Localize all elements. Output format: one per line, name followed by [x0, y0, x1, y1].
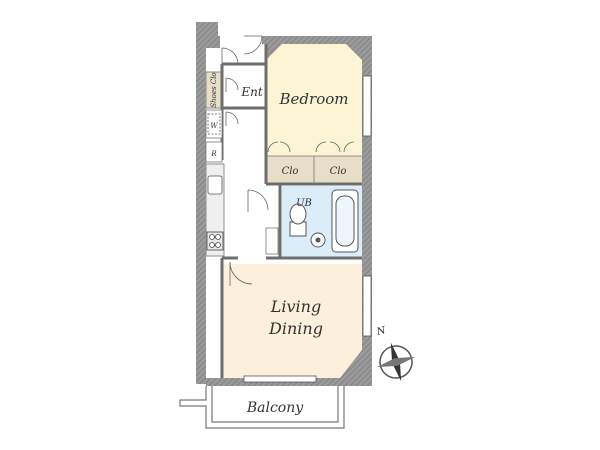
interior-details [205, 109, 362, 255]
label-washer: W [210, 122, 218, 130]
balcony-outline [179, 386, 345, 429]
label-closet-2: Clo [330, 166, 347, 177]
label-dining: Dining [268, 319, 323, 338]
label-closet-1: Clo [282, 166, 299, 177]
label-bedroom: Bedroom [279, 90, 349, 108]
wall-entrance-top [206, 36, 220, 48]
pillar-bedroom-tr [346, 44, 362, 60]
label-fridge: R [210, 150, 217, 158]
pillar-bedroom-tl [266, 44, 282, 60]
wall-top [262, 36, 368, 44]
bathtub [331, 189, 359, 253]
compass-rose [376, 342, 416, 382]
toilet [289, 203, 307, 237]
label-balcony: Balcony [246, 400, 304, 416]
wall-left-top [196, 22, 218, 36]
wall-left-outer [196, 22, 206, 384]
label-shoe-closet: Shoes Clo [210, 72, 218, 107]
sink [207, 175, 223, 195]
wash-basin [310, 232, 326, 248]
washer-pan [207, 113, 221, 135]
pillar-living-br [340, 350, 362, 378]
wall-right [362, 36, 372, 382]
compass-north-label: N [375, 325, 388, 338]
door-swings [221, 35, 355, 286]
stove [206, 231, 224, 251]
label-entrance: Ent [240, 85, 262, 99]
label-unit-bath: UB [296, 198, 312, 209]
label-living: Living [270, 297, 321, 316]
bedroom-floor [266, 44, 362, 156]
windows [243, 75, 372, 383]
